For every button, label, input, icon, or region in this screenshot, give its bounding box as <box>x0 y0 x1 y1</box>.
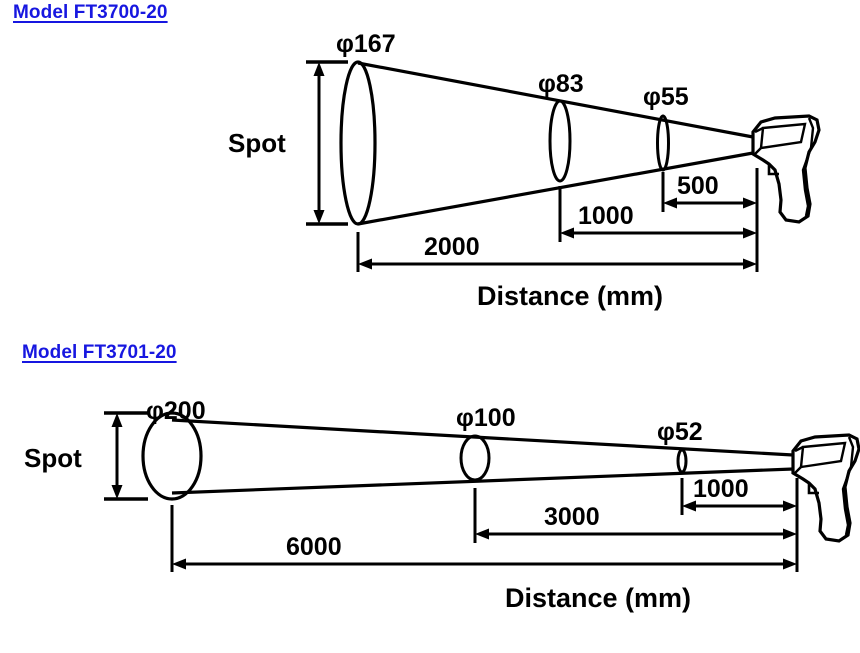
spot-ellipse-55 <box>656 114 670 172</box>
dim-label-3000: 3000 <box>544 503 600 531</box>
dim-arrow-500-left <box>663 197 677 209</box>
axis-label-ft3700: Distance (mm) <box>477 281 663 311</box>
phi-label-200: φ200 <box>146 397 206 425</box>
gun-barrel-back <box>794 445 804 474</box>
phi-label-100: φ100 <box>456 404 516 432</box>
phi-label-83: φ83 <box>538 70 584 98</box>
spot-ellipse-83 <box>548 99 572 183</box>
gun-barrel-back <box>754 126 764 155</box>
spot-ellipse-167 <box>339 60 377 226</box>
spot-arrow-up <box>313 62 325 76</box>
beam-lower-edge <box>171 467 794 495</box>
model-title-ft3701: Model FT3701-20 <box>22 342 177 363</box>
dim-label-2000: 2000 <box>424 233 480 261</box>
spot-ellipse-200 <box>141 411 203 501</box>
gun-grip-line <box>841 436 855 536</box>
gun-grip-line <box>801 117 815 217</box>
thermometer-gun-ft3700 <box>751 114 821 224</box>
model-title-ft3700: Model FT3700-20 <box>13 2 168 23</box>
gun-outline <box>791 433 860 543</box>
gun-trigger <box>807 483 819 495</box>
dim-arrow-1000-right <box>743 227 757 239</box>
phi-label-167: φ167 <box>336 30 396 58</box>
dim-arrow-2000-left <box>358 258 372 270</box>
dimension-3000: 3000 <box>475 503 797 540</box>
spot-arrow-down <box>111 485 123 499</box>
dim-arrow-1000-right <box>783 500 797 512</box>
dimension-6000: 6000 <box>172 533 797 570</box>
dim-arrow-3000-right <box>783 528 797 540</box>
dim-arrow-6000-left <box>172 558 186 570</box>
beam-diagram-ft3701: φ200 φ100 φ52 Spot 1 <box>24 397 860 613</box>
axis-label-ft3701: Distance (mm) <box>505 583 691 613</box>
thermometer-gun-ft3701 <box>791 433 860 543</box>
dim-arrow-500-right <box>743 197 757 209</box>
dim-label-1000: 1000 <box>693 475 749 503</box>
spot-label-ft3700: Spot <box>228 128 286 158</box>
spot-dimension-ft3700: Spot <box>228 60 348 226</box>
dim-arrow-1000-left <box>682 500 696 512</box>
spot-label-ft3701: Spot <box>24 443 82 473</box>
gun-outline <box>751 114 821 224</box>
dim-arrow-6000-right <box>783 558 797 570</box>
gun-trigger <box>767 164 779 176</box>
beam-upper-edge <box>357 61 754 139</box>
spot-ellipse-52 <box>676 448 688 474</box>
spot-arrow-up <box>111 413 123 427</box>
gun-display-window <box>759 122 807 150</box>
spot-dimension-ft3701: Spot <box>24 411 148 501</box>
dimension-2000: 2000 <box>358 233 757 270</box>
beam-lower-edge <box>357 151 754 226</box>
phi-label-55: φ55 <box>643 83 689 111</box>
spot-ellipse-100 <box>459 434 491 482</box>
dimension-1000: 1000 <box>560 202 757 239</box>
dim-arrow-2000-right <box>743 258 757 270</box>
spot-arrow-down <box>313 210 325 224</box>
beam-cone-ft3700 <box>357 61 754 226</box>
dimension-1000: 1000 <box>682 475 797 512</box>
gun-display-window <box>799 441 847 469</box>
dimension-500: 500 <box>663 172 757 209</box>
phi-label-52: φ52 <box>657 418 703 446</box>
beam-diagram-ft3700: φ167 φ83 φ55 Spot <box>228 30 821 311</box>
dim-arrow-1000-left <box>560 227 574 239</box>
dim-label-500: 500 <box>677 172 719 200</box>
dim-label-1000: 1000 <box>578 202 634 230</box>
dim-arrow-3000-left <box>475 528 489 540</box>
dim-label-6000: 6000 <box>286 533 342 561</box>
